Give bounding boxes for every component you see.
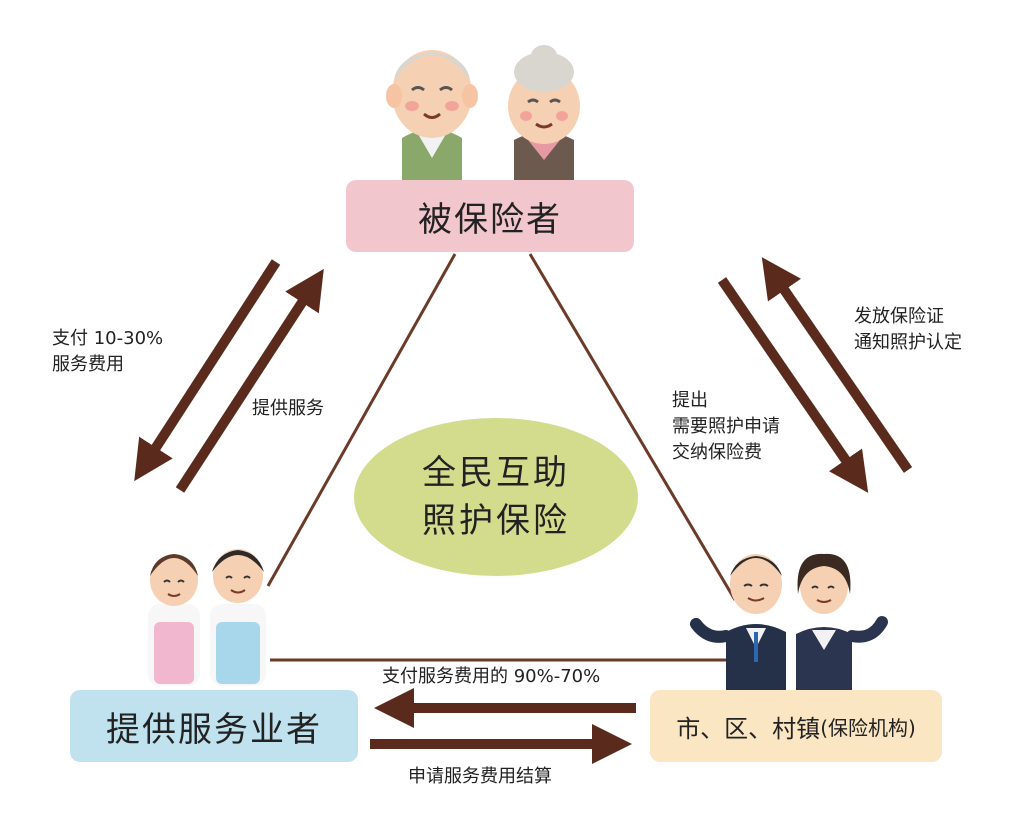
center-ellipse: 全民互助 照护保险 (354, 418, 638, 576)
triangle-edge-left (266, 253, 457, 587)
label-apply-pay-premium: 提出 需要照护申请 交纳保险费 (672, 388, 780, 466)
arrow-provide-service (175, 268, 324, 493)
center-title-line2: 照护保险 (422, 501, 570, 541)
node-insurer: 市、区、村镇(保险机构) (650, 690, 942, 762)
center-title-line1: 全民互助 (422, 453, 570, 493)
node-service-provider: 提供服务业者 (70, 690, 358, 762)
label-apply-line1: 提出 (672, 390, 708, 411)
label-pay-10-30-line2: 服务费用 (52, 354, 124, 375)
node-insured-label: 被保险者 (418, 199, 562, 240)
label-issue-certificate: 发放保险证 通知照护认定 (854, 304, 962, 356)
arrow-pay-10-30 (134, 259, 281, 482)
label-pay-10-30-line1: 支付 10-30% (52, 328, 164, 349)
label-issue-line1: 发放保险证 (854, 306, 944, 327)
label-apply-line3: 交纳保险费 (672, 442, 762, 463)
node-insurer-label: 市、区、村镇 (676, 714, 821, 743)
label-apply-settlement: 申请服务费用结算 (408, 766, 552, 787)
elderly-couple-illustration (386, 45, 580, 180)
label-pay-10-30: 支付 10-30% 服务费用 (52, 326, 163, 378)
node-insurer-sublabel: (保险机构) (820, 715, 916, 740)
label-pay-90-70: 支付服务费用的 90%-70% (382, 666, 601, 687)
node-insured: 被保险者 (346, 180, 634, 252)
caregivers-illustration (148, 549, 266, 686)
node-provider-label: 提供服务业者 (106, 709, 322, 750)
label-provide-service: 提供服务 (252, 398, 324, 419)
arrow-apply-pay-premium (717, 277, 869, 493)
label-issue-line2: 通知照护认定 (854, 332, 962, 353)
triangle-edge-right (528, 253, 737, 601)
insurer-staff-illustration (690, 553, 888, 690)
arrow-issue-certificate (761, 257, 913, 473)
label-apply-line2: 需要照护申请 (672, 416, 780, 437)
